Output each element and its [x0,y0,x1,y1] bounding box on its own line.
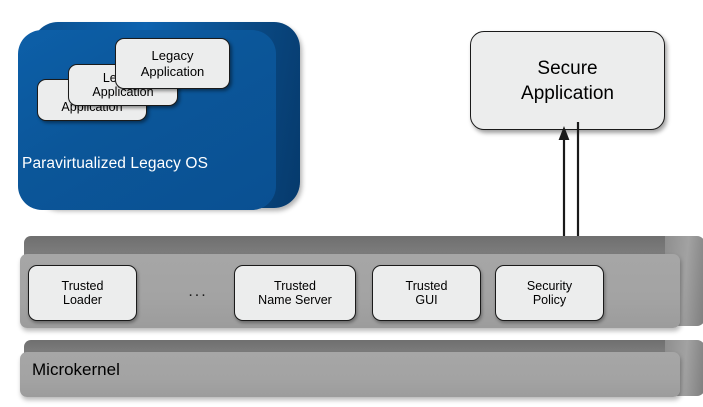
services-ellipsis: ... [188,283,208,300]
microkernel-bar-front-face [20,352,680,397]
paravirtualized-legacy-os-label: Paravirtualized Legacy OS [22,155,209,172]
microkernel-label: Microkernel [32,360,120,379]
microkernel-bar [10,340,703,398]
